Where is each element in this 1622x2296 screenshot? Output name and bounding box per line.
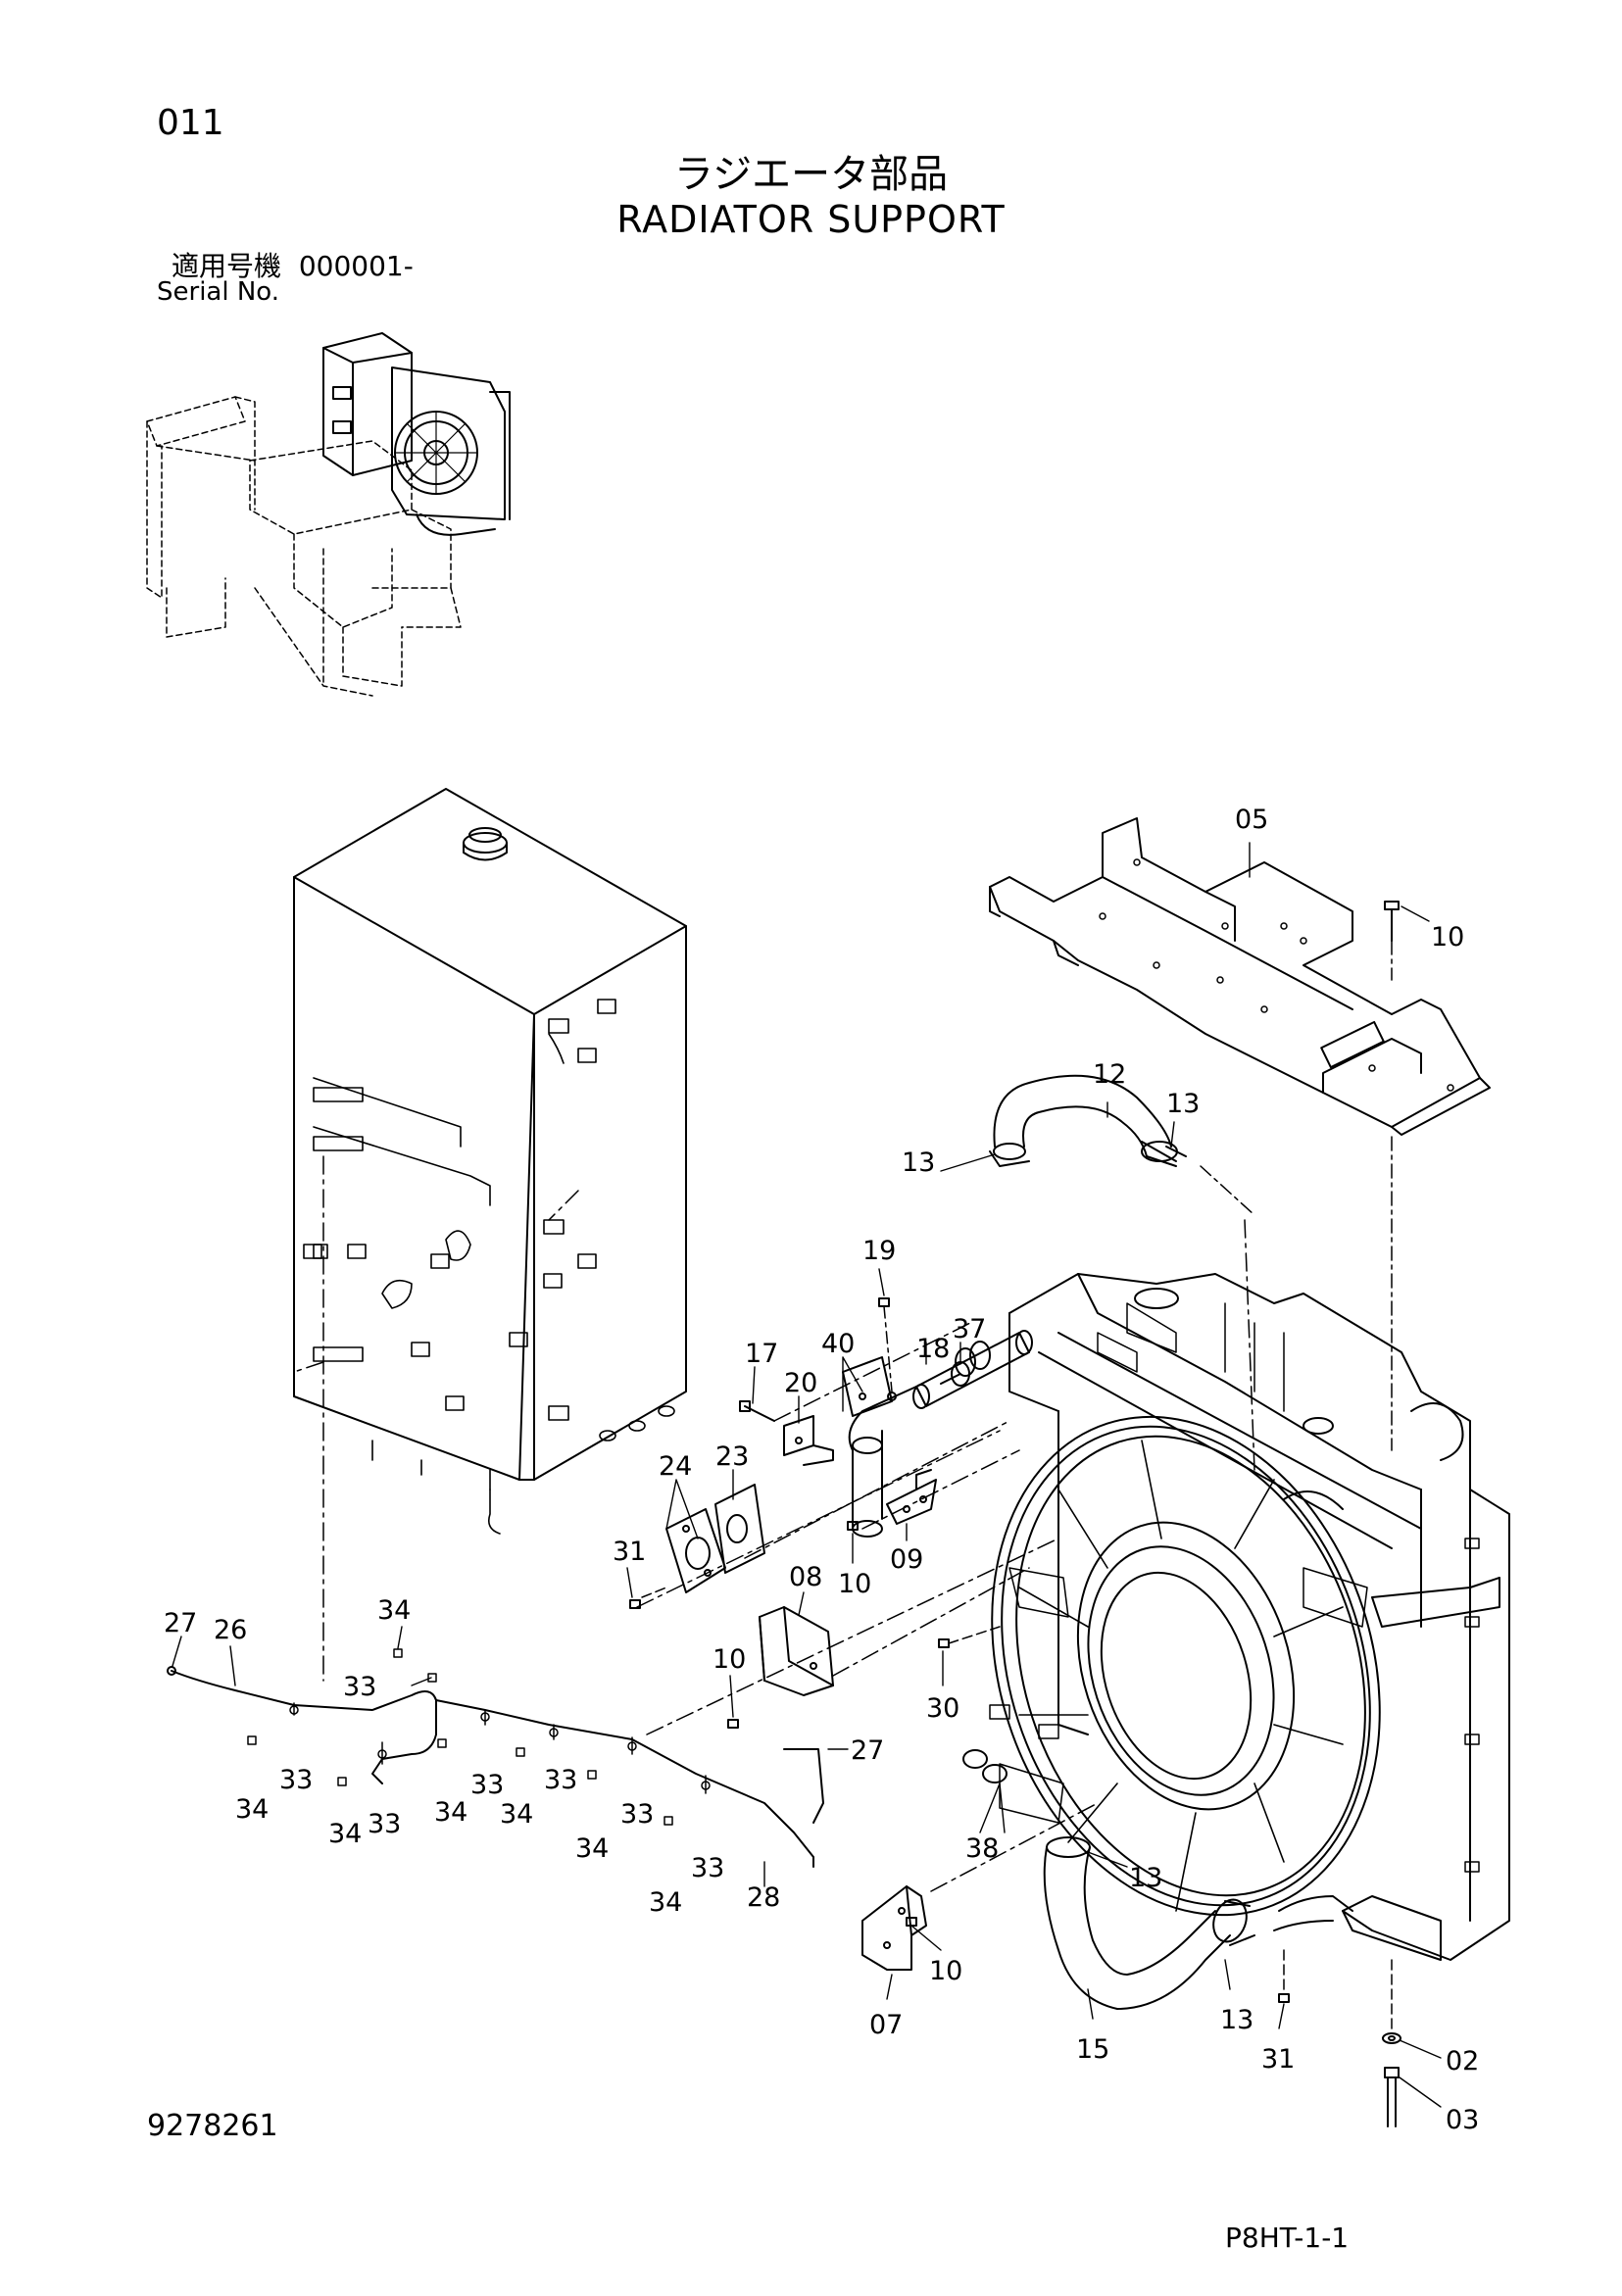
bolt-10-bracket07	[906, 1917, 917, 1927]
callout-10: 10	[838, 1569, 871, 1599]
bolt-10-pipe	[847, 1521, 859, 1531]
callout-17: 17	[745, 1339, 778, 1369]
callout-30: 30	[926, 1693, 959, 1724]
bolt-03	[1384, 1959, 1400, 2127]
clips-33-34	[247, 1648, 711, 1826]
callout-34: 34	[575, 1833, 609, 1864]
bolt-31-lower	[1278, 1949, 1290, 2003]
callout-23: 23	[715, 1441, 749, 1472]
caps-38	[962, 1749, 1008, 1783]
callout-34: 34	[649, 1887, 682, 1918]
bolt-10-top	[1384, 901, 1400, 942]
callout-33: 33	[544, 1765, 577, 1795]
support-plate-05	[989, 817, 1491, 1451]
callout-18: 18	[916, 1334, 950, 1364]
callout-33: 33	[343, 1672, 376, 1702]
plug-37	[940, 1361, 970, 1387]
callout-34: 34	[434, 1797, 467, 1828]
callout-15: 15	[1076, 2034, 1109, 2065]
fan-shroud	[991, 1415, 1381, 1917]
bolt-17	[739, 1400, 775, 1422]
bracket-20	[783, 1415, 834, 1466]
callout-34: 34	[328, 1819, 362, 1849]
callout-08: 08	[789, 1562, 822, 1592]
callout-34: 34	[500, 1799, 533, 1830]
callout-24: 24	[659, 1451, 692, 1482]
callout-33: 33	[620, 1799, 654, 1830]
page-number: 011	[157, 103, 224, 143]
callout-12: 12	[1093, 1059, 1126, 1090]
callout-19: 19	[862, 1236, 896, 1266]
callout-28: 28	[747, 1882, 780, 1913]
callout-33: 33	[368, 1809, 401, 1839]
bracket-08	[759, 1606, 834, 1696]
callout-34: 34	[235, 1794, 269, 1825]
callout-33: 33	[470, 1770, 504, 1800]
callout-13: 13	[1166, 1089, 1200, 1119]
callout-10: 10	[713, 1644, 746, 1675]
radiator-assembly	[989, 1273, 1510, 1961]
callout-07: 07	[869, 2010, 903, 2040]
callout-10: 10	[1431, 922, 1464, 953]
callout-31: 31	[1261, 2044, 1295, 2075]
document-number: 9278261	[147, 2109, 278, 2143]
callout-13: 13	[1220, 2005, 1253, 2035]
title-english: RADIATOR SUPPORT	[616, 198, 1006, 241]
callout-31: 31	[613, 1537, 646, 1567]
callout-13: 13	[902, 1148, 935, 1178]
bolt-30	[938, 1626, 1001, 1648]
callout-13: 13	[1129, 1863, 1162, 1893]
hydraulic-tank	[293, 788, 687, 1682]
callout-03: 03	[1446, 2105, 1479, 2135]
callout-10: 10	[929, 1956, 962, 1986]
upper-hose-12	[989, 1074, 1255, 1216]
callout-27: 27	[164, 1608, 197, 1638]
callout-33: 33	[691, 1853, 724, 1883]
washer-02	[1382, 2032, 1401, 2044]
callout-34: 34	[377, 1595, 411, 1626]
serial-label-ja-text: 適用号機	[172, 250, 282, 282]
callout-05: 05	[1235, 805, 1268, 835]
bolt-19	[878, 1297, 897, 1401]
callout-33: 33	[279, 1765, 313, 1795]
bracket-09	[886, 1469, 937, 1525]
callout-37: 37	[953, 1314, 986, 1344]
bolt-31-left	[629, 1587, 667, 1609]
lower-hose-15	[1043, 1836, 1353, 2010]
pipe-18	[848, 1330, 1033, 1538]
title-japanese: ラジエータ部品	[673, 152, 949, 197]
callout-20: 20	[784, 1368, 817, 1398]
serial-label-english: Serial No.	[157, 277, 279, 307]
bracket-07	[861, 1885, 927, 1971]
callout-40: 40	[821, 1329, 855, 1359]
gasket-23	[714, 1484, 765, 1574]
harness-26	[167, 1666, 824, 1868]
callout-09: 09	[890, 1544, 923, 1575]
overview-thumbnail	[146, 332, 511, 697]
serial-label-japanese: 適用号機 000001-	[172, 253, 414, 280]
callout-26: 26	[214, 1615, 247, 1645]
callout-38: 38	[965, 1833, 999, 1864]
callout-02: 02	[1446, 2046, 1479, 2076]
serial-value: 000001-	[298, 250, 414, 282]
bolt-10-mid	[727, 1719, 739, 1729]
callout-27: 27	[851, 1735, 884, 1766]
page-code: P8HT-1-1	[1225, 2222, 1350, 2254]
flange-24	[665, 1508, 726, 1593]
